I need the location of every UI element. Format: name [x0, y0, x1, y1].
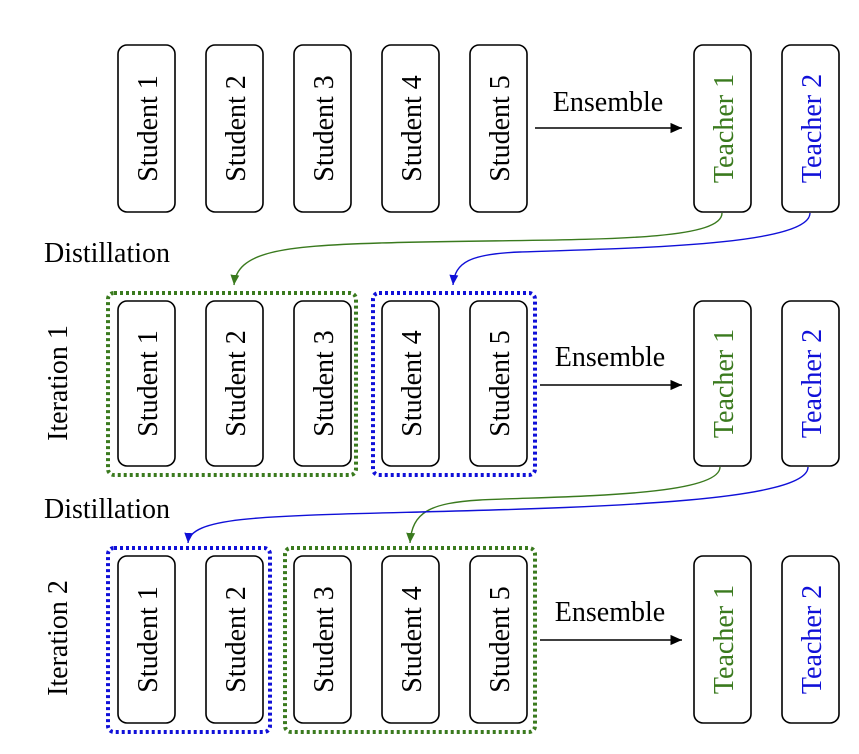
- student-box: Student 4: [381, 300, 440, 467]
- student-label: Student 4: [397, 330, 428, 437]
- ensemble-label: Ensemble: [555, 597, 665, 628]
- teacher-box: Teacher 2: [781, 44, 840, 213]
- teacher-box: Teacher 2: [781, 300, 840, 467]
- student-box: Student 3: [293, 555, 352, 724]
- student-box: Student 2: [205, 555, 264, 724]
- group-box-blue: [106, 546, 272, 734]
- teacher-label: Teacher 2: [797, 74, 828, 183]
- student-label: Student 5: [485, 330, 516, 437]
- iteration-label: Iteration 2: [43, 580, 74, 696]
- distillation-arrow-green: [230, 212, 723, 286]
- row-iteration-1: Iteration 1 Student 1 Student 2 Student …: [43, 291, 840, 477]
- iteration-label: Iteration 1: [43, 325, 74, 441]
- group-box-green: [106, 291, 358, 477]
- teacher-label: Teacher 2: [797, 585, 828, 694]
- student-box: Student 5: [469, 300, 528, 467]
- student-box: Student 1: [117, 300, 176, 467]
- student-box: Student 2: [205, 300, 264, 467]
- row-initial: Student 1 Student 2 Student 3 Student 4 …: [117, 44, 840, 213]
- teacher-box: Teacher 1: [693, 300, 752, 467]
- student-box: Student 5: [469, 44, 528, 213]
- student-label: Student 1: [133, 330, 164, 437]
- distillation-label: Distillation: [44, 238, 170, 269]
- student-label: Student 2: [221, 330, 252, 437]
- distillation-arrow-green: [406, 466, 721, 544]
- student-label: Student 5: [485, 586, 516, 693]
- teacher-box: Teacher 2: [781, 555, 840, 724]
- student-label: Student 2: [221, 586, 252, 693]
- distillation-arrow-blue: [449, 212, 811, 286]
- student-label: Student 4: [397, 75, 428, 182]
- distillation-label: Distillation: [44, 494, 170, 525]
- student-box: Student 2: [205, 44, 264, 213]
- student-label: Student 5: [485, 75, 516, 182]
- group-box-blue: [371, 291, 537, 477]
- student-label: Student 4: [397, 586, 428, 693]
- student-label: Student 1: [133, 75, 164, 182]
- teacher-label: Teacher 1: [709, 74, 740, 183]
- ensemble-label: Ensemble: [555, 342, 665, 373]
- student-label: Student 1: [133, 586, 164, 693]
- distillation-arrow-blue: [184, 466, 809, 544]
- student-label: Student 2: [221, 75, 252, 182]
- student-label: Student 3: [309, 75, 340, 182]
- student-box: Student 1: [117, 555, 176, 724]
- group-box-green: [283, 546, 537, 734]
- student-box: Student 4: [381, 555, 440, 724]
- student-box: Student 3: [293, 44, 352, 213]
- student-box: Student 3: [293, 300, 352, 467]
- teacher-label: Teacher 2: [797, 329, 828, 438]
- student-box: Student 5: [469, 555, 528, 724]
- teacher-box: Teacher 1: [693, 44, 752, 213]
- student-label: Student 3: [309, 586, 340, 693]
- teacher-label: Teacher 1: [709, 329, 740, 438]
- teacher-box: Teacher 1: [693, 555, 752, 724]
- ensemble-label: Ensemble: [553, 87, 663, 118]
- row-iteration-2: Iteration 2 Student 1 Student 2 Student …: [43, 546, 840, 734]
- student-box: Student 1: [117, 44, 176, 213]
- student-box: Student 4: [381, 44, 440, 213]
- teacher-label: Teacher 1: [709, 585, 740, 694]
- student-label: Student 3: [309, 330, 340, 437]
